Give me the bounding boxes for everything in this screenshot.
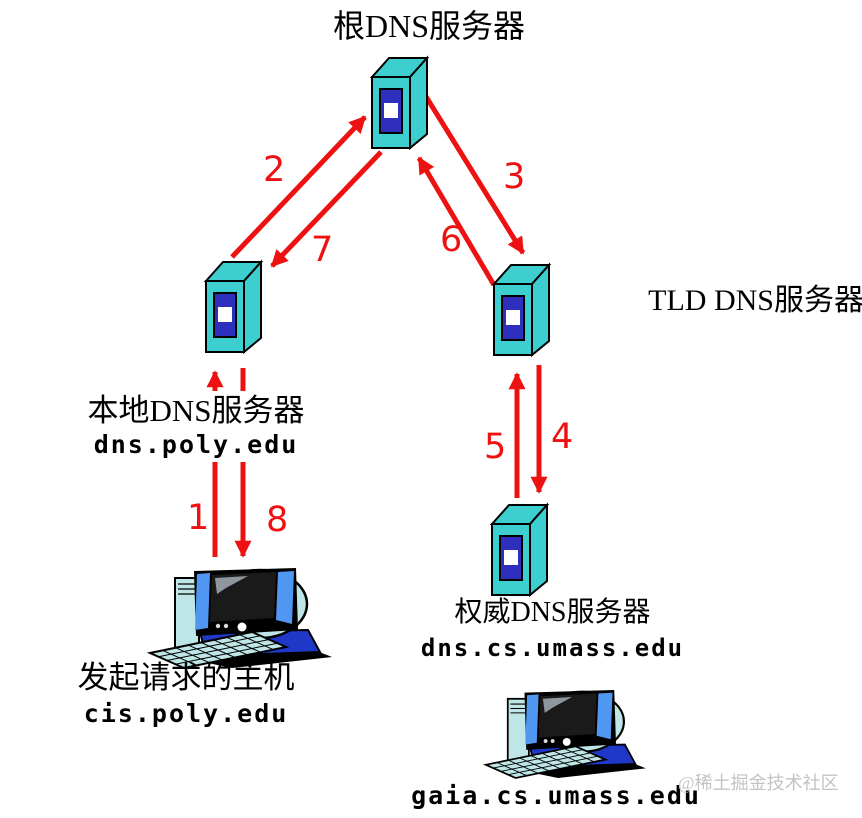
step-number-8: 8 xyxy=(266,500,289,540)
arrow-step-6 xyxy=(416,156,497,287)
authoritative-dns-label: 权威DNS服务器 xyxy=(454,597,651,628)
tld-dns-label: TLD DNS服务器 xyxy=(648,284,862,317)
step-number-4: 4 xyxy=(551,417,574,457)
root-dns-label: 根DNS服务器 xyxy=(333,8,526,44)
step-number-1: 1 xyxy=(187,498,210,538)
local-dns-server-icon xyxy=(205,261,262,353)
authoritative-dns-hostname: dns.cs.umass.edu xyxy=(420,634,685,662)
step-number-3: 3 xyxy=(503,157,526,197)
step-number-6: 6 xyxy=(440,220,463,260)
local-dns-hostname: dns.poly.edu xyxy=(93,430,299,459)
authoritative-dns-server-icon xyxy=(491,504,548,596)
step-number-2: 2 xyxy=(263,150,286,190)
requesting-host-hostname: cis.poly.edu xyxy=(83,699,289,728)
step-number-5: 5 xyxy=(484,427,507,467)
arrow-step-7 xyxy=(270,150,383,268)
root-dns-server-icon xyxy=(371,57,428,149)
requesting-host-label: 发起请求的主机 xyxy=(77,660,295,695)
watermark-text: @稀土掘金技术社区 xyxy=(678,773,839,793)
requesting-host-computer-icon xyxy=(148,566,334,670)
query-arrows xyxy=(206,93,548,558)
requesting-host-label-block: 发起请求的主机 cis.poly.edu xyxy=(40,660,332,728)
step-number-7: 7 xyxy=(311,230,334,270)
arrow-step-2 xyxy=(230,115,367,259)
arrow-step-3 xyxy=(422,93,526,255)
target-host-hostname: gaia.cs.umass.edu xyxy=(411,781,701,810)
authoritative-dns-label-block: 权威DNS服务器 dns.cs.umass.edu xyxy=(400,597,705,661)
target-host-computer-icon xyxy=(484,688,648,780)
local-dns-label-block: 本地DNS服务器 dns.poly.edu xyxy=(60,391,332,462)
local-dns-label: 本地DNS服务器 xyxy=(87,393,305,428)
tld-dns-server-icon xyxy=(493,264,550,356)
